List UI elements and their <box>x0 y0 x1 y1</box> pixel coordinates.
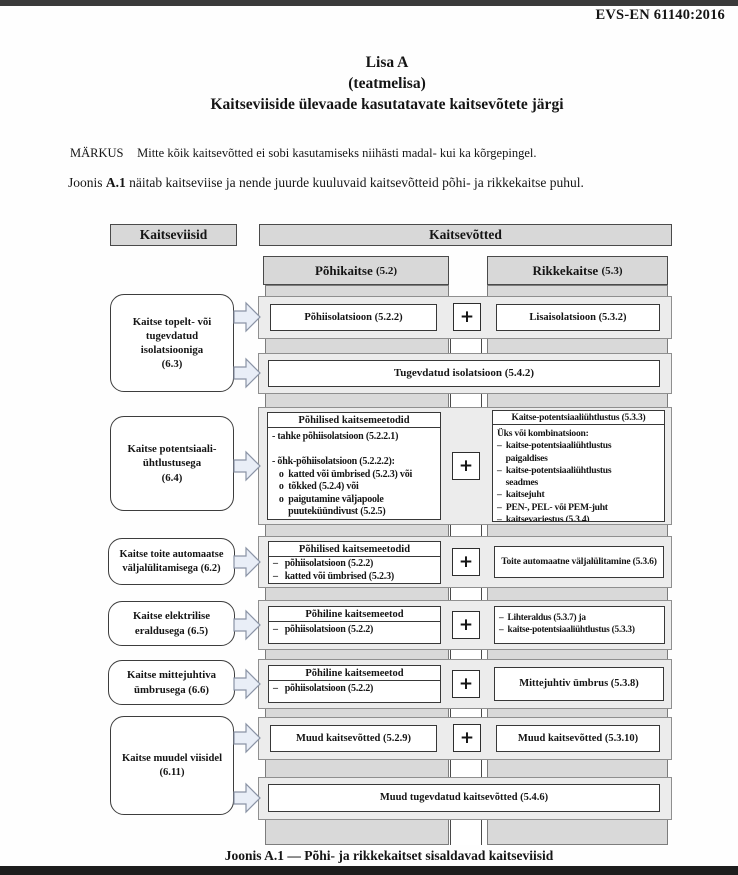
header-rikkekaitse-ref: (5.3) <box>601 264 623 277</box>
arrow-right-icon <box>233 301 261 333</box>
intro-paragraph: Joonis A.1 näitab kaitseviise ja nende j… <box>68 175 728 191</box>
header-rikkekaitse: Rikkekaitse (5.3) <box>487 256 668 285</box>
box-tugevdatud-isolatsioon-label: Tugevdatud isolatsioon (5.4.2) <box>393 367 535 380</box>
intro-prefix: Joonis <box>68 175 106 190</box>
annex-title: Lisa A (teatmelisa) Kaitseviiside ülevaa… <box>210 54 564 113</box>
box-lisaisolatsioon-label: Lisaisolatsioon (5.3.2) <box>529 311 627 323</box>
header-kaitsevotted-label: Kaitsevõtted <box>429 227 502 242</box>
box-lihteraldus: – Lihteraldus (5.3.7) ja – kaitse-potent… <box>494 606 665 644</box>
box-lihteraldus-list: – Lihteraldus (5.3.7) ja – kaitse-potent… <box>499 613 635 636</box>
box-tugevdatud-isolatsioon: Tugevdatud isolatsioon (5.4.2) <box>268 360 660 387</box>
plus-glyph: + <box>458 456 474 476</box>
box-row2-basic-header: Põhilised kaitsemeetodid <box>268 413 440 428</box>
header-kaitsevotted: Kaitsevõtted <box>259 224 672 246</box>
arrow-right-icon <box>233 668 261 700</box>
note-text: Mitte kõik kaitsevõtted ei sobi kasutami… <box>137 146 537 160</box>
box-row3-basic-header: Põhilised kaitsemeetodid <box>269 542 440 557</box>
box-row4-basic-list: – põhiisolatsioon (5.2.2) <box>273 624 374 635</box>
header-pohikaitse: Põhikaitse (5.2) <box>263 256 449 285</box>
box-mittejuhtiv-umbrus-label: Mittejuhtiv ümbrus (5.3.8) <box>519 678 639 690</box>
box-lisaisolatsioon: Lisaisolatsioon (5.3.2) <box>496 304 660 331</box>
arrow-right-icon <box>233 546 261 578</box>
note-paragraph: MÄRKUS Mitte kõik kaitsevõtted ei sobi k… <box>70 146 720 161</box>
arrow-right-icon <box>233 450 261 482</box>
scan-top-edge <box>0 0 738 6</box>
box-row3-basic-methods: Põhilised kaitsemeetodid – põhiisolatsio… <box>268 541 441 584</box>
header-kaitseviisid-label: Kaitseviisid <box>139 227 208 242</box>
box-row5-basic-list: – põhiisolatsioon (5.2.2) <box>273 683 374 694</box>
header-kaitseviisid: Kaitseviisid <box>110 224 237 246</box>
box-row5-basic-header: Põhiline kaitsemeetod <box>269 666 440 681</box>
box-muud-kaitsevotted-basic: Muud kaitsevõtted (5.2.9) <box>270 725 437 752</box>
arrow-right-icon <box>233 609 261 641</box>
box-row4-basic-method: Põhiline kaitsemeetod – põhiisolatsioon … <box>268 606 441 644</box>
figure-ref: A.1 <box>105 175 126 190</box>
plus-sign-row5: + <box>452 670 480 698</box>
note-label: MÄRKUS <box>70 146 124 160</box>
mode-box-automaatne-valjalulitamine: Kaitse toite automaatse väljalülitamiseg… <box>108 538 235 585</box>
arrow-right-icon <box>233 357 261 389</box>
mode-box-elektriline-eraldus: Kaitse elektrilise eraldusega (6.5) <box>108 601 235 646</box>
plus-glyph: + <box>458 552 474 572</box>
header-pohikaitse-ref: (5.2) <box>375 264 398 277</box>
plus-sign-row1: + <box>453 303 481 331</box>
plus-sign-row6: + <box>453 724 481 752</box>
plus-glyph: + <box>458 615 474 635</box>
intro-suffix: näitab kaitseviise ja nende juurde kuulu… <box>125 175 584 190</box>
box-toite-automaatne: Toite automaatne väljalülitamine (5.3.6) <box>494 546 664 578</box>
box-row2-fault-header: Kaitse-potentsiaaliühtlustus (5.3.3) <box>493 411 664 425</box>
arrow-right-icon <box>233 782 261 814</box>
arrow-right-icon <box>233 722 261 754</box>
box-row3-basic-list: – põhiisolatsioon (5.2.2) – katted või ü… <box>273 558 395 582</box>
box-muud-kaitsevotted-basic-label: Muud kaitsevõtted (5.2.9) <box>296 732 411 744</box>
standard-reference: EVS-EN 61140:2016 <box>595 7 725 23</box>
plus-sign-row3: + <box>452 548 480 576</box>
box-pohiisolatsioon-label: Põhiisolatsioon (5.2.2) <box>304 311 403 323</box>
box-row4-basic-header: Põhiline kaitsemeetod <box>269 607 440 622</box>
box-row5-basic-method: Põhiline kaitsemeetod – põhiisolatsioon … <box>268 665 441 703</box>
box-pohiisolatsioon: Põhiisolatsioon (5.2.2) <box>270 304 437 331</box>
box-row2-basic-methods: Põhilised kaitsemeetodid - tahke põhiiso… <box>267 412 441 520</box>
box-row2-fault-list: Üks või kombinatsioon: – kaitse-potentsi… <box>497 428 612 522</box>
box-muud-kaitsevotted-fault-label: Muud kaitsevõtted (5.3.10) <box>517 732 639 744</box>
box-muud-tugevdatud-label: Muud tugevdatud kaitsevõtted (5.4.6) <box>379 792 549 804</box>
plus-sign-row2: + <box>452 452 480 480</box>
box-muud-tugevdatud: Muud tugevdatud kaitsevõtted (5.4.6) <box>268 784 660 812</box>
figure-caption: Joonis A.1 — Põhi- ja rikkekaitset sisal… <box>224 848 554 863</box>
mode-box-topelt-isolatsioon: Kaitse topelt- või tugevdatud isolatsioo… <box>110 294 234 392</box>
box-muud-kaitsevotted-fault: Muud kaitsevõtted (5.3.10) <box>496 725 660 752</box>
box-toite-automaatne-label: Toite automaatne väljalülitamine (5.3.6) <box>501 555 657 567</box>
plus-glyph: + <box>458 674 474 694</box>
mode-box-mittejuhtiv-umbrus: Kaitse mittejuhtiva ümbrusega (6.6) <box>108 660 235 705</box>
mode-box-muud-viisid: Kaitse muudel viisidel (6.11) <box>110 716 234 815</box>
header-rikkekaitse-label: Rikkekaitse <box>532 262 599 278</box>
plus-glyph: + <box>459 728 475 748</box>
box-mittejuhtiv-umbrus: Mittejuhtiv ümbrus (5.3.8) <box>494 667 664 701</box>
plus-glyph: + <box>459 307 475 327</box>
scan-bottom-edge <box>0 866 738 875</box>
plus-sign-row4: + <box>452 611 480 639</box>
header-pohikaitse-label: Põhikaitse <box>314 262 373 278</box>
box-row2-basic-list: - tahke põhiisolatsioon (5.2.2.1) - õhk-… <box>272 431 413 517</box>
mode-box-potentsiaaliuhtlustus: Kaitse potentsiaali- ühtlustusega (6.4) <box>110 416 234 511</box>
box-kaitse-potentsiaaliuhtlustus: Kaitse-potentsiaaliühtlustus (5.3.3) Üks… <box>492 410 665 522</box>
